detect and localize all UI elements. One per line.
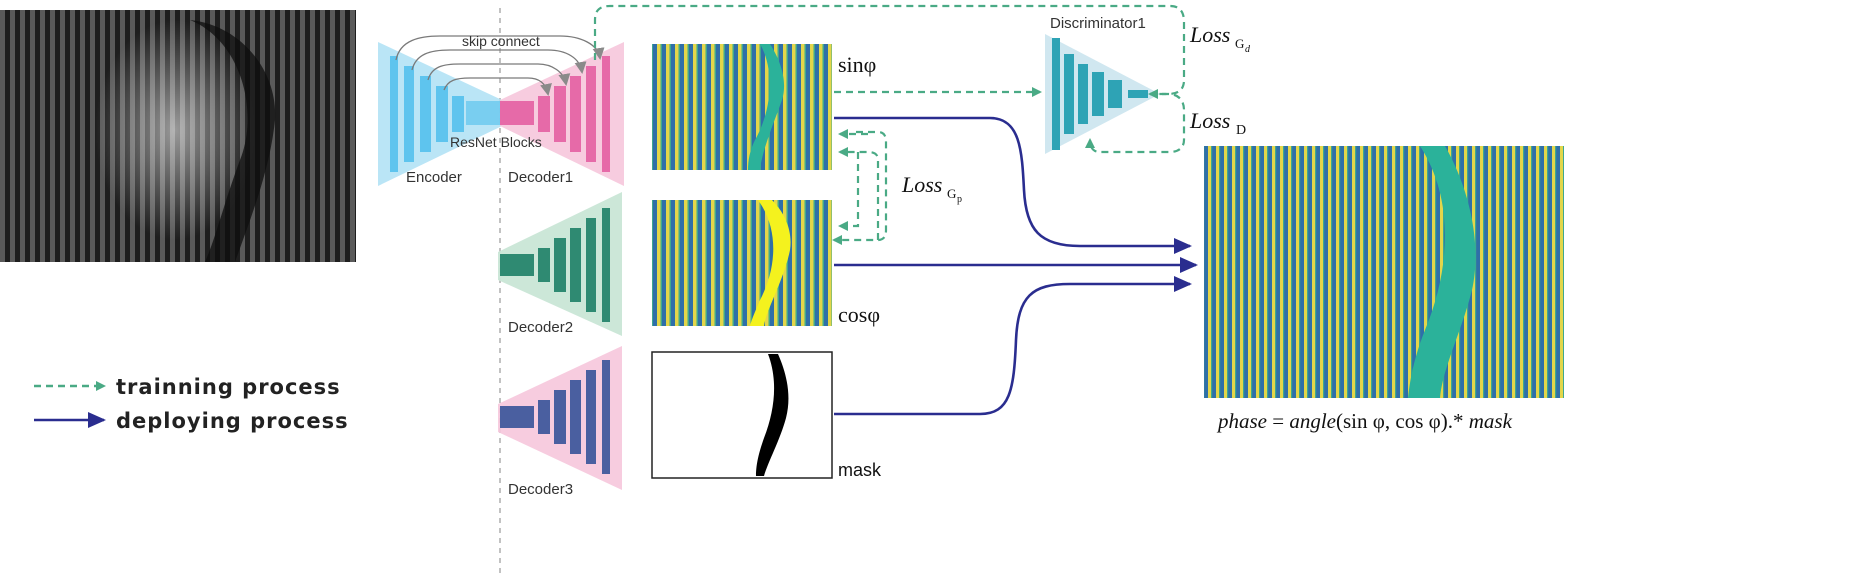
decoder2-block [498, 192, 622, 336]
mask-image [651, 351, 833, 479]
svg-text:d: d [1245, 44, 1251, 55]
output-phase-image [1204, 146, 1564, 398]
discriminator-block [1045, 34, 1160, 154]
sin-phase-image [652, 44, 832, 170]
cos-label: cosφ [838, 302, 880, 327]
loss-gp-label: Loss G p [901, 172, 962, 205]
phase-formula: phase = angle(sin φ, cos φ).* mask [1216, 409, 1513, 433]
sin-label: sinφ [838, 52, 876, 77]
legend-deploying-label: deploying process [116, 409, 349, 433]
legend-training-label: trainning process [116, 375, 341, 399]
input-fringe-photo [0, 10, 356, 262]
svg-text:G: G [1235, 36, 1244, 51]
skip-connections [395, 35, 605, 96]
loss-gd-label: Loss G d [1189, 22, 1251, 55]
svg-text:D: D [1236, 123, 1246, 138]
skip-connect-label: skip connect [462, 33, 540, 49]
legend: trainning process deploying process [34, 375, 349, 433]
svg-text:Loss: Loss [1189, 108, 1230, 133]
decoder3-block [498, 346, 622, 490]
decoder2-label: Decoder2 [508, 319, 573, 336]
loss-d-label: Loss D [1189, 108, 1246, 138]
deploying-arrows [834, 116, 1198, 416]
svg-text:p: p [957, 194, 962, 205]
encoder-block [378, 42, 502, 186]
decoder3-label: Decoder3 [508, 481, 573, 498]
mask-label: mask [838, 460, 882, 480]
svg-text:Loss: Loss [901, 172, 942, 197]
decoder1-label: Decoder1 [508, 169, 573, 186]
training-arrows [593, 4, 1186, 245]
svg-text:G: G [947, 186, 956, 201]
encoder-label: Encoder [406, 169, 462, 186]
decoder1-block [500, 42, 624, 186]
discriminator-label: Discriminator1 [1050, 15, 1146, 32]
cos-phase-image [652, 200, 832, 326]
resnet-blocks-label: ResNet Blocks [450, 134, 542, 150]
svg-text:Loss: Loss [1189, 22, 1230, 47]
